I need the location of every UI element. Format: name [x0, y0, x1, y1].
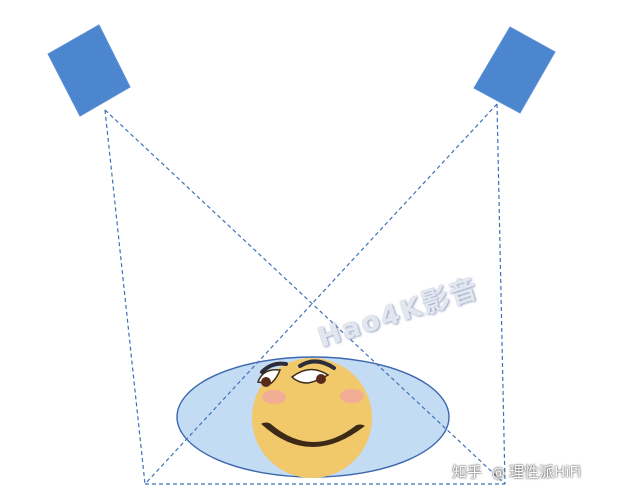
source-credit: 知乎 @理性派HiFi: [452, 461, 581, 482]
face-brow-right: [298, 359, 336, 370]
beam-left-cross: [104, 109, 506, 485]
face-pupil-left: [261, 377, 271, 387]
face-cheek-left: [262, 390, 286, 404]
beam-right-cross: [144, 103, 498, 485]
sound-beams: [104, 103, 506, 485]
face-pupil-right: [316, 374, 326, 384]
face-mouth: [261, 422, 365, 447]
speaker-left-icon: [47, 24, 131, 117]
credit-platform: 知乎: [452, 463, 483, 481]
credit-at-symbol: @: [492, 466, 506, 481]
credit-author: 理性派HiFi: [509, 463, 582, 481]
beam-left-vertical: [104, 109, 146, 485]
smiley-face-icon: [252, 358, 372, 478]
face-cheek-right: [340, 389, 364, 403]
speaker-right-icon: [473, 26, 556, 114]
beam-right-vertical: [496, 103, 506, 485]
face-body: [252, 358, 372, 478]
face-brow-left: [260, 361, 288, 374]
